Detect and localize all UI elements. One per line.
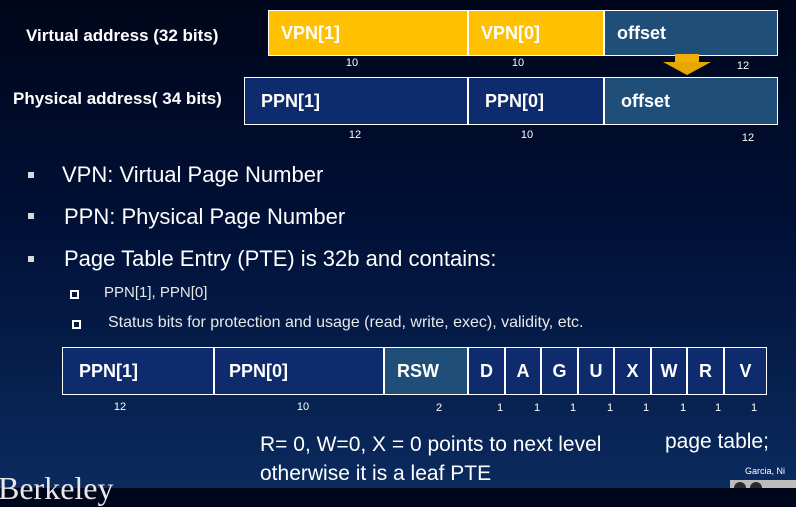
ppn0-field: PPN[0] [469, 78, 605, 124]
ppn1-field: PPN[1] [245, 78, 469, 124]
pte-accessed-bit: A [506, 348, 542, 394]
bullet-marker [28, 213, 34, 219]
sub-bullet-marker [72, 320, 81, 329]
pte-global-bit: G [542, 348, 579, 394]
sub-bullet-status: Status bits for protection and usage (re… [108, 314, 584, 331]
pte-note-line2: otherwise it is a leaf PTE [260, 462, 492, 485]
bullet-pte: Page Table Entry (PTE) is 32b and contai… [64, 246, 497, 271]
pte-note-line1-end: page table; [665, 430, 769, 453]
pte-ppn0-field: PPN[0] [215, 348, 385, 394]
virtual-address-bar: VPN[1] VPN[0] offset [268, 10, 778, 56]
pte-read-bit: R [688, 348, 725, 394]
vpn0-bits: 10 [511, 57, 525, 69]
pte-u-bits: 1 [606, 402, 614, 414]
pte-rsw-bits: 2 [435, 402, 443, 414]
copy-offset-arrow-icon [663, 54, 711, 75]
physical-address-label: Physical address( 34 bits) [13, 89, 222, 108]
license-badge-icon [730, 480, 796, 488]
bullet-vpn: VPN: Virtual Page Number [62, 162, 324, 187]
author-credit: Garcia, Ni [745, 466, 786, 476]
vpn0-field: VPN[0] [469, 11, 605, 55]
pte-v-bits: 1 [750, 402, 758, 414]
bullet-marker [28, 172, 34, 178]
sub-bullet-ppn: PPN[1], PPN[0] [104, 284, 208, 301]
ppn1-bits: 12 [348, 129, 362, 141]
virtual-offset-bits: 12 [736, 60, 750, 72]
pte-ppn0-bits: 10 [296, 401, 310, 413]
bullet-ppn: PPN: Physical Page Number [64, 204, 346, 229]
pte-w-bits: 1 [679, 402, 687, 414]
pte-r-bits: 1 [714, 402, 722, 414]
sub-bullet-marker [70, 290, 79, 299]
pte-write-bit: W [652, 348, 688, 394]
pte-d-bits: 1 [496, 402, 504, 414]
pte-execute-bit: X [615, 348, 652, 394]
pte-rsw-field: RSW [385, 348, 469, 394]
pte-a-bits: 1 [533, 402, 541, 414]
pte-x-bits: 1 [642, 402, 650, 414]
virtual-address-label: Virtual address (32 bits) [26, 26, 219, 45]
pte-g-bits: 1 [569, 402, 577, 414]
physical-offset-field: offset [605, 78, 777, 124]
bullet-marker [28, 256, 34, 262]
pte-ppn1-field: PPN[1] [63, 348, 215, 394]
pte-user-bit: U [579, 348, 615, 394]
berkeley-logo: Berkeley [0, 470, 114, 506]
physical-offset-bits: 12 [741, 132, 755, 144]
pte-valid-bit: V [725, 348, 766, 394]
pte-layout-bar: PPN[1] PPN[0] RSW D A G U X W R V [62, 347, 767, 395]
pte-ppn1-bits: 12 [113, 401, 127, 413]
virtual-offset-field: offset [605, 11, 777, 55]
pte-note-line1: R= 0, W=0, X = 0 points to next level [260, 433, 602, 456]
ppn0-bits: 10 [520, 129, 534, 141]
physical-address-bar: PPN[1] PPN[0] offset [244, 77, 778, 125]
pte-dirty-bit: D [469, 348, 506, 394]
vpn1-bits: 10 [345, 57, 359, 69]
vpn1-field: VPN[1] [269, 11, 469, 55]
